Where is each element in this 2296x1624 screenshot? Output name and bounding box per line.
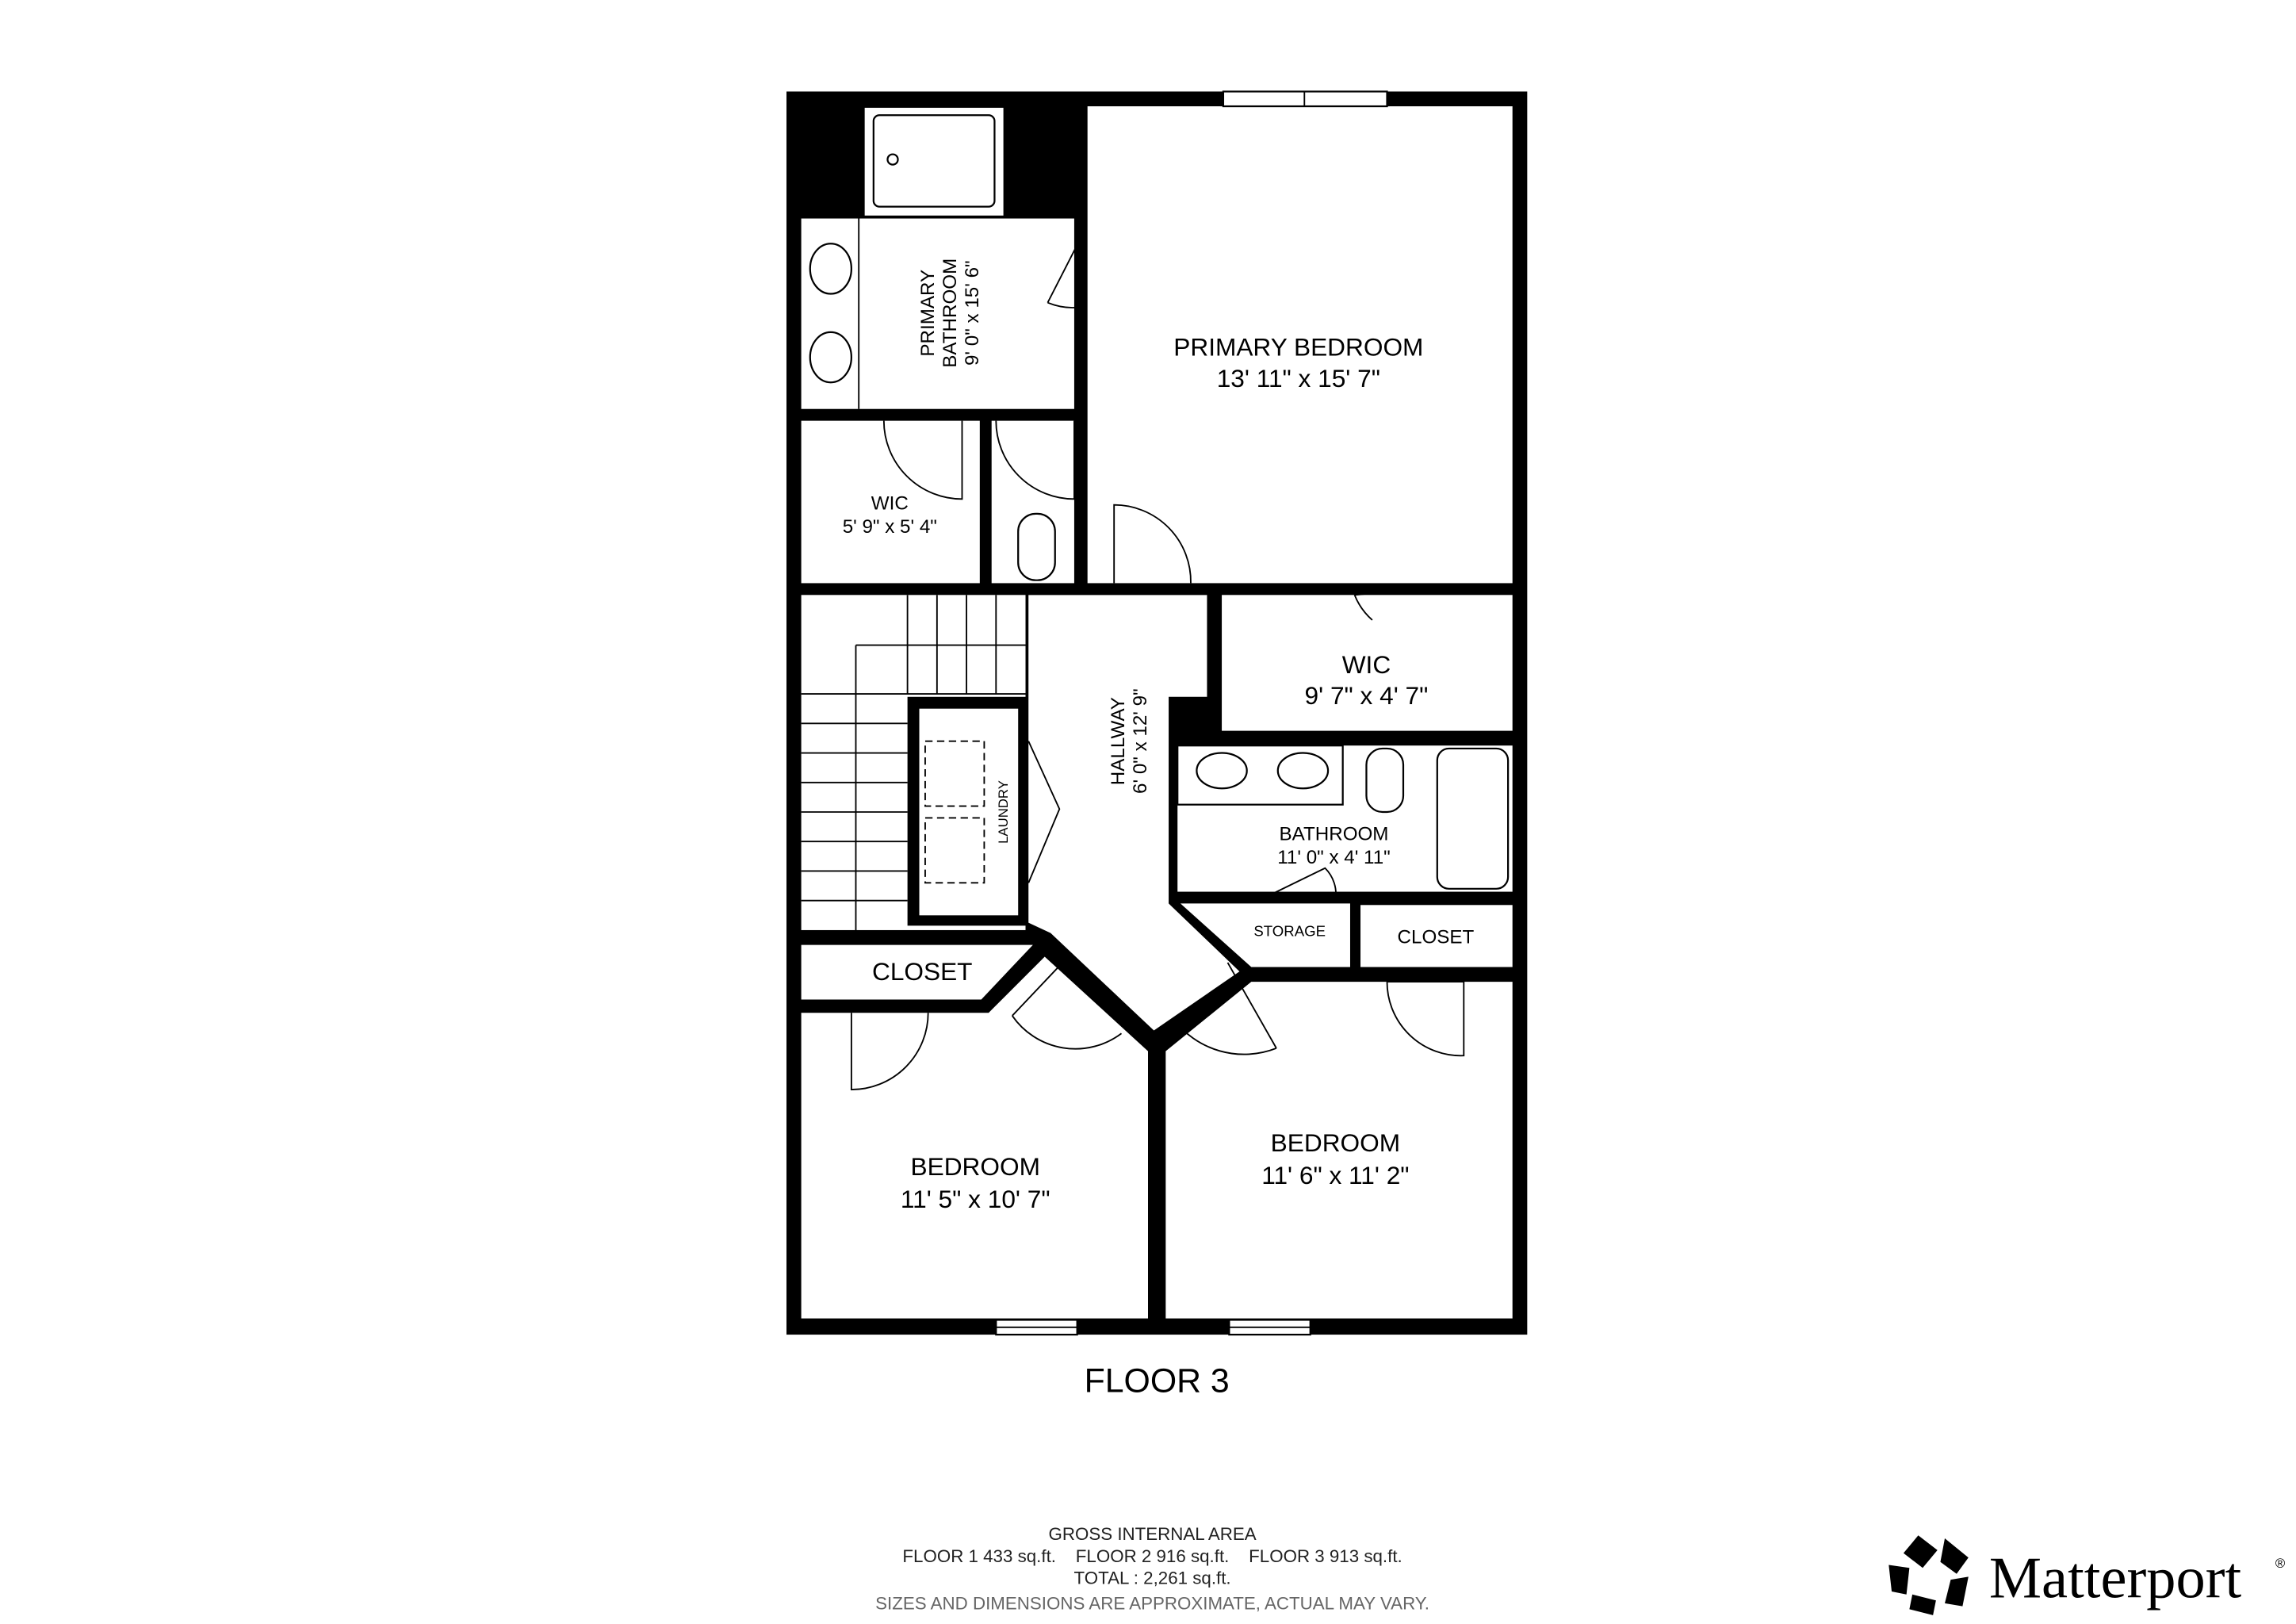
matterport-mark-icon <box>1888 1535 1969 1615</box>
room-storage <box>1180 903 1350 967</box>
room-bedroom-right <box>1165 982 1513 1319</box>
svg-text:TOTAL : 2,261 sq.ft.: TOTAL : 2,261 sq.ft. <box>1074 1568 1231 1588</box>
svg-text:PRIMARY: PRIMARY <box>917 270 939 357</box>
sink-icon <box>1276 752 1330 790</box>
svg-text:BATHROOM: BATHROOM <box>1280 823 1389 845</box>
washer-icon <box>924 740 985 807</box>
label-wic-left: WIC 5' 9" x 5' 4" <box>843 492 937 538</box>
door <box>850 1013 929 1090</box>
sink-icon <box>809 331 853 384</box>
door <box>1012 959 1123 1050</box>
room-primary-bedroom <box>1087 106 1513 584</box>
window <box>1228 1319 1311 1336</box>
svg-text:FLOOR 1 433 sq.ft. FLOOR 2: FLOOR 1 433 sq.ft. FLOOR 2 916 sq.ft. FL… <box>902 1546 1402 1566</box>
svg-text:®: ® <box>2275 1556 2286 1571</box>
area-summary: GROSS INTERNAL AREA FLOOR 1 433 sq.ft. F… <box>875 1524 1429 1614</box>
drain-icon <box>886 153 899 166</box>
room-closet-right <box>1360 905 1513 967</box>
room-hallway <box>1028 595 1240 1031</box>
door <box>1113 504 1192 584</box>
room-laundry <box>919 708 1019 916</box>
bathtub-icon <box>1436 747 1510 890</box>
room-closet-left <box>801 944 1033 1000</box>
door <box>1386 981 1465 1057</box>
window <box>1222 90 1388 108</box>
label-bedroom-right: BEDROOM 11' 6" x 11' 2" <box>1261 1128 1409 1189</box>
svg-text:GROSS INTERNAL AREA: GROSS INTERNAL AREA <box>1048 1524 1256 1544</box>
door <box>1264 867 1337 901</box>
svg-text:Matterport: Matterport <box>1989 1545 2242 1611</box>
label-primary-bathroom: PRIMARY BATHROOM 9' 0" x 15' 6" <box>917 259 983 368</box>
door <box>995 420 1075 500</box>
svg-text:9' 0" x 15' 6": 9' 0" x 15' 6" <box>962 260 983 366</box>
svg-text:11' 5" x 10' 7": 11' 5" x 10' 7" <box>901 1185 1050 1213</box>
label-closet-left: CLOSET <box>872 957 973 986</box>
svg-text:5' 9" x 5' 4": 5' 9" x 5' 4" <box>843 516 937 538</box>
door <box>1353 587 1429 621</box>
label-bedroom-left: BEDROOM 11' 5" x 10' 7" <box>901 1152 1050 1213</box>
dryer-icon <box>924 817 985 884</box>
label-laundry: LAUNDRY <box>996 780 1011 844</box>
label-bathroom: BATHROOM 11' 0" x 4' 11" <box>1277 823 1390 868</box>
svg-text:BEDROOM: BEDROOM <box>911 1152 1040 1181</box>
svg-text:13' 11" x 15' 7": 13' 11" x 15' 7" <box>1217 364 1380 393</box>
svg-text:PRIMARY BEDROOM: PRIMARY BEDROOM <box>1173 333 1423 362</box>
floor-label: FLOOR 3 <box>1085 1362 1230 1400</box>
room-primary-bathroom <box>801 218 1074 409</box>
label-primary-bedroom: PRIMARY BEDROOM 13' 11" x 15' 7" <box>1173 333 1423 393</box>
svg-text:WIC: WIC <box>871 492 909 514</box>
svg-text:SIZES AND DIMENSIONS ARE APPRO: SIZES AND DIMENSIONS ARE APPROXIMATE, AC… <box>875 1593 1429 1613</box>
room-wic-right <box>1222 595 1513 731</box>
door <box>1047 236 1083 308</box>
svg-text:BEDROOM: BEDROOM <box>1271 1128 1400 1157</box>
sink-icon <box>1196 752 1248 790</box>
door <box>1027 741 1061 883</box>
svg-text:WIC: WIC <box>1342 650 1391 679</box>
toilet-icon <box>1017 512 1056 581</box>
svg-text:9' 7" x 4' 7": 9' 7" x 4' 7" <box>1305 681 1429 710</box>
label-closet-right: CLOSET <box>1398 927 1475 948</box>
room-wic-left <box>801 420 980 584</box>
window <box>995 1319 1078 1336</box>
svg-text:BATHROOM: BATHROOM <box>939 259 961 368</box>
svg-text:HALLWAY: HALLWAY <box>1108 697 1129 785</box>
svg-text:11' 0" x 4' 11": 11' 0" x 4' 11" <box>1277 847 1390 868</box>
svg-text:11' 6" x 11' 2": 11' 6" x 11' 2" <box>1261 1161 1409 1189</box>
label-hallway: HALLWAY 6' 0" x 12' 9" <box>1108 688 1151 794</box>
svg-text:6' 0" x 12' 9": 6' 0" x 12' 9" <box>1130 688 1151 794</box>
sink-icon <box>809 243 853 295</box>
door <box>1172 962 1277 1055</box>
matterport-logo: Matterport ® <box>1888 1535 2286 1615</box>
stairs-icon <box>801 595 1026 930</box>
shower-tray <box>872 114 996 208</box>
label-wic-right: WIC 9' 7" x 4' 7" <box>1305 650 1429 710</box>
door <box>882 420 963 500</box>
label-storage: STORAGE <box>1253 922 1326 939</box>
toilet-icon <box>1365 747 1405 814</box>
